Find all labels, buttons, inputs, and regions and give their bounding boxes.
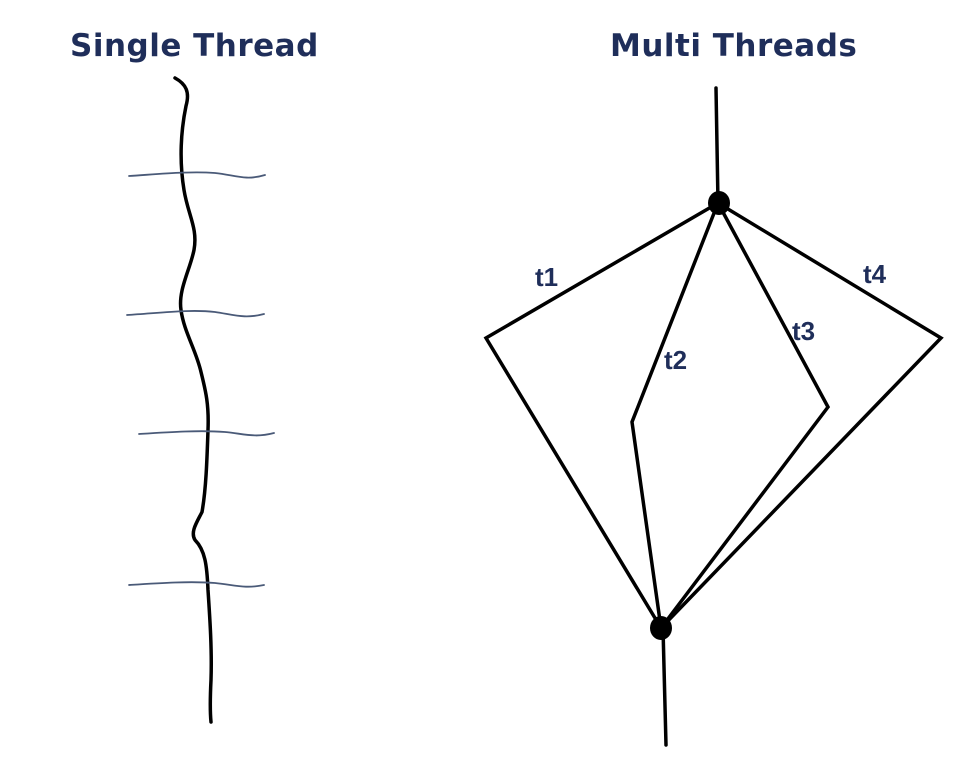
thread-path-t1 <box>483 201 719 629</box>
thread-path-t2 <box>630 202 720 629</box>
single-thread-title: Single Thread <box>70 28 319 64</box>
thread-label-t4: t4 <box>863 259 887 289</box>
thread-label-t2: t2 <box>664 345 687 375</box>
thread-path-t4 <box>659 201 944 630</box>
single-thread-line <box>173 76 214 724</box>
single-thread-tick-4 <box>128 581 265 588</box>
single-thread-tick-2 <box>126 310 265 318</box>
single-thread-tick-1 <box>128 171 266 179</box>
fork-node <box>708 191 730 215</box>
single-thread-tick-3 <box>138 430 275 437</box>
thread-label-t1: t1 <box>535 262 558 292</box>
multi-threads-title: Multi Threads <box>610 28 858 64</box>
join-node <box>650 616 672 640</box>
thread-path-t3 <box>659 202 831 630</box>
multi-thread-input-line <box>714 86 720 205</box>
thread-label-t3: t3 <box>792 316 815 346</box>
multi-thread-output-line <box>661 626 668 747</box>
